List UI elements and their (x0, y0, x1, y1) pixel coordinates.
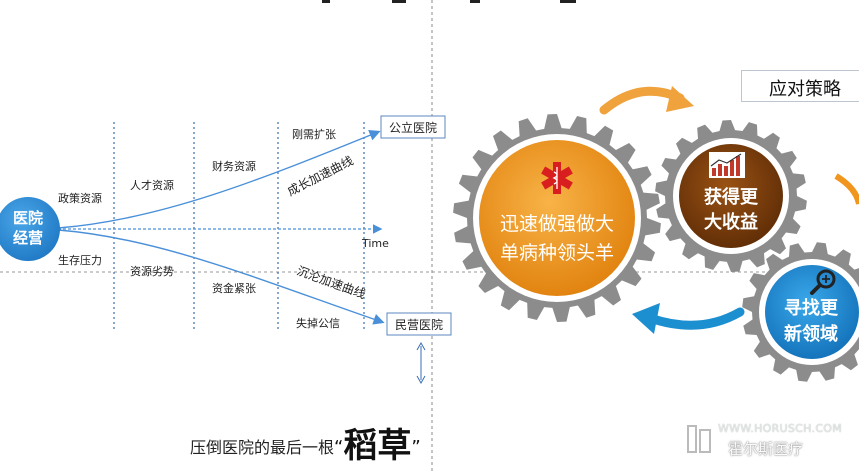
bottom-gear-line1: 寻找更 (784, 297, 839, 319)
top-gear-line2: 大收益 (704, 211, 758, 233)
factor-talent-resources: 人才资源 (130, 178, 174, 192)
main-gear-line1: 迅速做强做大 (500, 213, 614, 235)
cropped-title-fragment (392, 0, 406, 3)
cycle-arrow-bottom-head (632, 303, 660, 334)
caption-emphasis: 稻草 (343, 426, 412, 466)
decline-curve (57, 229, 385, 325)
growth-curve-label: 成长加速曲线 (285, 154, 356, 199)
caption: 压倒医院的最后一根“稻草” (190, 418, 421, 467)
cycle-arrow-bottom (645, 307, 745, 330)
factor-resource-disadvantage: 资源劣势 (130, 264, 174, 278)
public-hospital-label: 公立医院 (389, 120, 437, 135)
growth-curve (57, 129, 381, 229)
gear-top (655, 120, 807, 272)
watermark: WWW.HORUSCH.COM 霍尔斯医疗 (684, 418, 854, 462)
caption-close-quote: ” (411, 437, 421, 458)
gear-main-face (479, 140, 635, 296)
factor-policy-resources: 政策资源 (58, 191, 102, 205)
watermark-url: WWW.HORUSCH.COM (718, 422, 843, 435)
caption-open-quote: “ (334, 437, 344, 458)
factor-funding-shortage: 资金紧张 (212, 281, 256, 295)
watermark-name: 霍尔斯医疗 (728, 440, 804, 458)
hospital-node-line1: 医院 (13, 209, 43, 227)
factor-financial-resources: 财务资源 (212, 159, 256, 173)
watermark-logo-icon (687, 425, 711, 453)
factor-lost-credibility: 失掉公信 (296, 316, 340, 330)
bottom-gear-line2: 新领域 (784, 323, 838, 345)
hospital-operation-node (0, 197, 60, 261)
bar-chart-growth-icon (709, 152, 745, 178)
private-hospital-box (386, 312, 452, 336)
factor-demand-expansion: 刚需扩张 (292, 127, 336, 141)
cycle-arrow-top-head (666, 86, 694, 112)
cropped-title-fragment (560, 0, 576, 3)
gap-arrow-head-down (416, 375, 426, 385)
gear-top-face (679, 144, 783, 248)
gear-bottom-face (765, 265, 859, 359)
top-gear-line1: 获得更 (704, 186, 759, 208)
cropped-title-fragment (322, 0, 330, 3)
private-hospital-label: 民营医院 (395, 318, 443, 332)
hospital-node-line2: 经营 (13, 229, 43, 247)
strategy-title-box: 应对策略 (741, 70, 859, 102)
gear-main (453, 114, 661, 322)
cycle-arrow-right (834, 173, 859, 205)
factor-survival-pressure: 生存压力 (58, 253, 102, 267)
gap-arrow-head-up (416, 341, 426, 351)
magnifier-plus-icon (810, 269, 836, 295)
time-label: Time (361, 237, 389, 250)
cropped-title-fragment (470, 0, 480, 3)
main-gear-line2: 单病种领头羊 (500, 242, 614, 264)
medical-star-of-life-icon (541, 162, 573, 194)
caption-prefix: 压倒医院的最后一根 (190, 438, 335, 457)
public-hospital-box (380, 115, 446, 139)
strategy-title: 应对策略 (769, 79, 841, 100)
gear-bottom (742, 242, 859, 382)
